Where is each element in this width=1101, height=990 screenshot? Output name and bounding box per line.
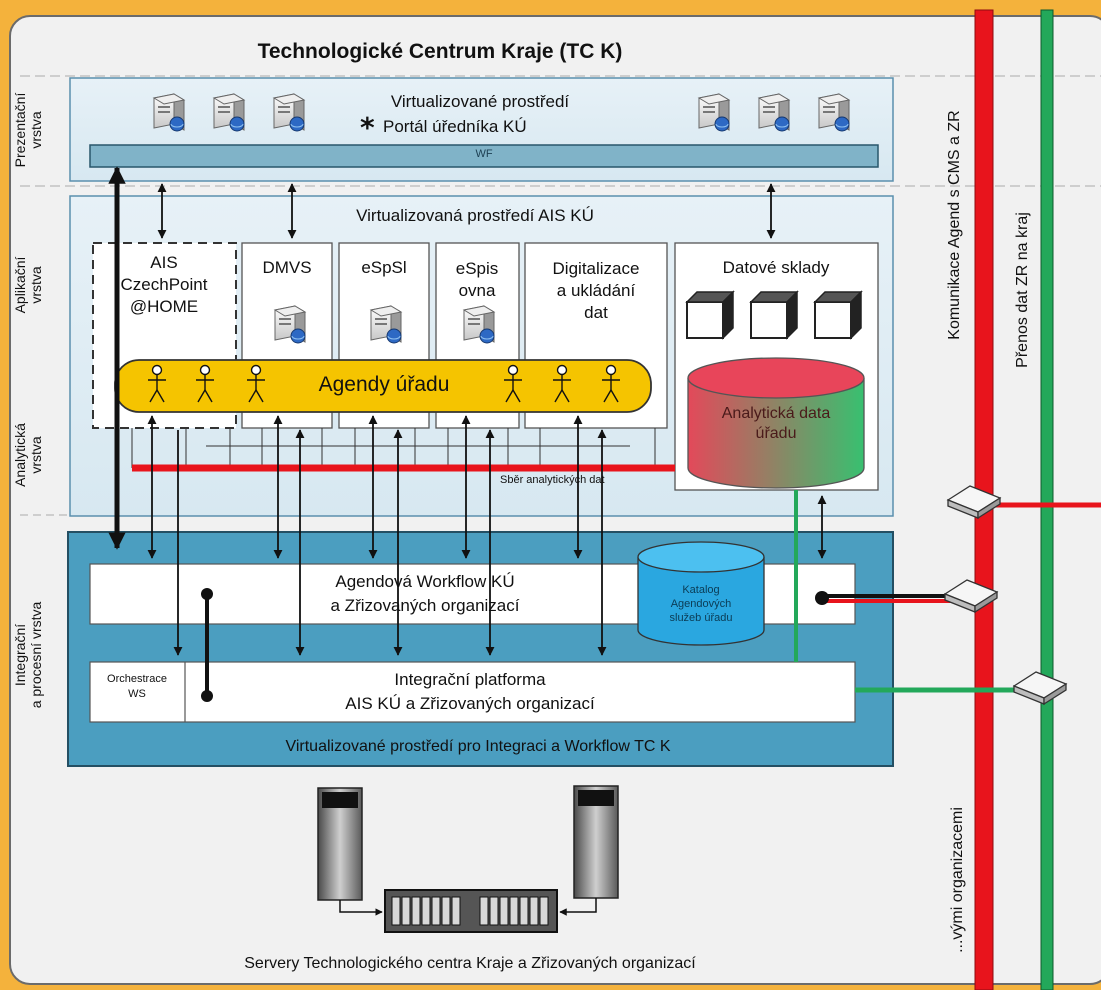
server-icon bbox=[463, 305, 495, 344]
label-zr: Přenos dat ZR na kraj bbox=[1014, 212, 1031, 368]
label-cms: Komunikace Agend s CMS a ZR bbox=[946, 110, 963, 340]
portal-label: Portál úředníka KÚ bbox=[383, 117, 527, 136]
dmvs-label: DMVS bbox=[262, 258, 312, 277]
server-icon bbox=[370, 305, 402, 344]
label-zrizovane: ...vými organizacemi bbox=[949, 807, 966, 953]
cube-icon bbox=[814, 291, 862, 339]
cube-icon bbox=[750, 291, 798, 339]
analytic-cylinder bbox=[687, 378, 865, 489]
page-title: Technologické Centrum Kraje (TC K) bbox=[257, 40, 623, 63]
green-vertical-line bbox=[1040, 9, 1054, 990]
sklady-label: Datové sklady bbox=[722, 258, 830, 277]
wf-label: WF bbox=[475, 148, 493, 160]
server-icon bbox=[153, 93, 185, 132]
server-icon bbox=[274, 305, 306, 344]
cube-icon bbox=[686, 291, 734, 339]
server-icon bbox=[273, 93, 305, 132]
server-icon bbox=[213, 93, 245, 132]
server-icon bbox=[818, 93, 850, 132]
espsl-label: eSpSl bbox=[361, 258, 407, 277]
sber-label: Sběr analytických dat bbox=[500, 474, 605, 486]
server-icon bbox=[698, 93, 730, 132]
presentation-env-label: Virtualizované prostředí bbox=[390, 92, 570, 111]
integration-env-label: Virtualizované prostředí pro Integraci a… bbox=[285, 738, 671, 755]
servers-label: Servery Technologického centra Kraje a Z… bbox=[244, 955, 696, 972]
katalog-cylinder bbox=[637, 557, 765, 646]
application-env-label: Virtualizovaná prostředí AIS KÚ bbox=[356, 206, 594, 225]
platform-box bbox=[89, 661, 856, 723]
server-icon bbox=[758, 93, 790, 132]
wf-bar bbox=[89, 144, 879, 168]
star-icon: * bbox=[360, 111, 375, 144]
agendy-label: Agendy úřadu bbox=[318, 373, 450, 396]
